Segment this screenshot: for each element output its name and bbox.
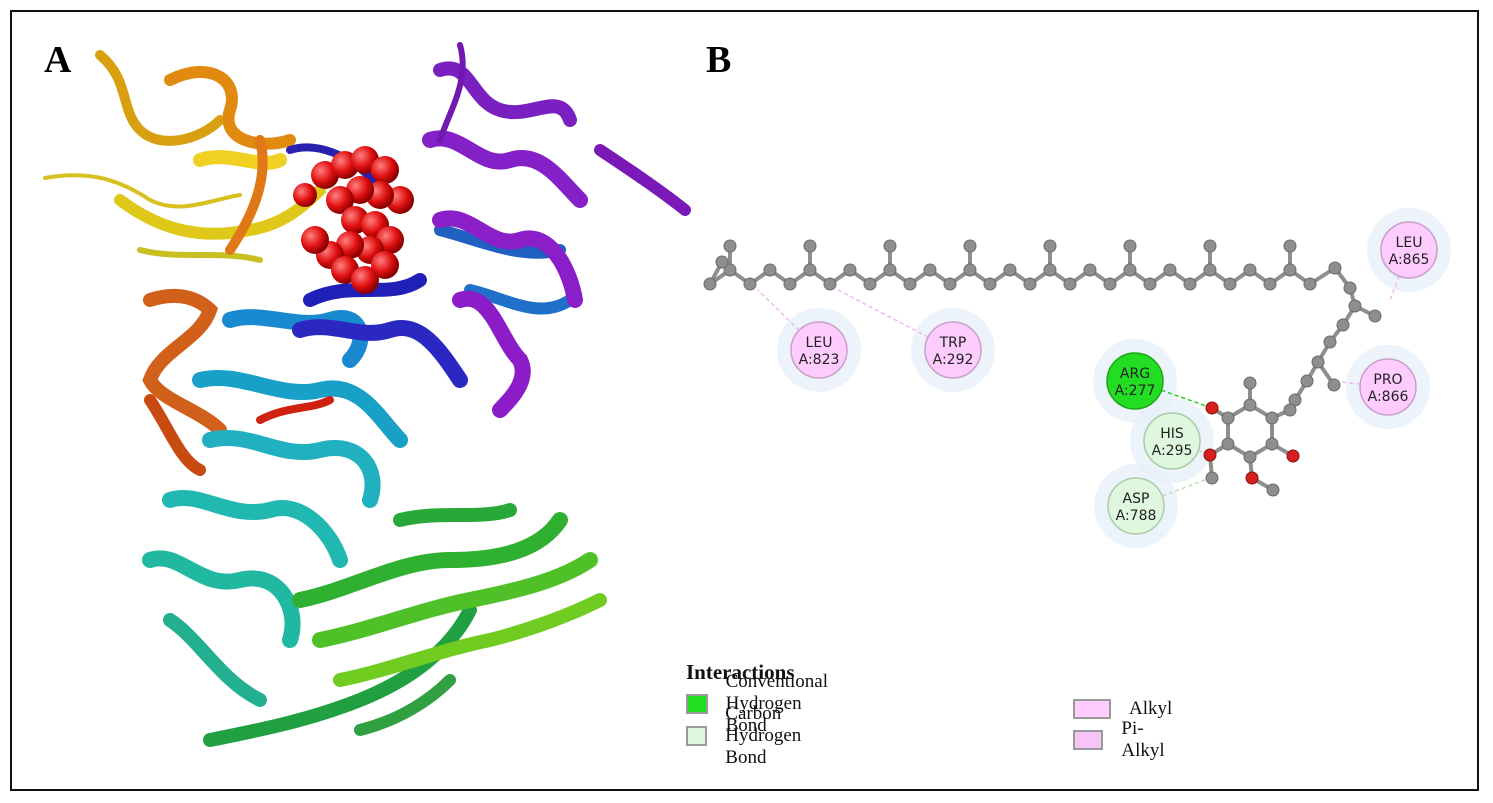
legend-swatch-conventional	[686, 694, 708, 714]
legend-label: Alkyl	[1129, 698, 1173, 719]
legend-title: Interactions	[686, 660, 795, 684]
figure-frame	[10, 10, 1479, 791]
legend-swatch-carbon	[686, 726, 708, 746]
legend-item-carbon-hydrogen-bond: Carbon Hydrogen Bond	[686, 703, 818, 768]
ligand-spheres	[293, 146, 414, 294]
ribbon-purple-region	[422, 42, 691, 418]
ribbon-yellow-region	[43, 50, 326, 263]
ribbon-orange-region	[142, 135, 268, 476]
protein-structure-illustration	[43, 42, 691, 747]
panel-a-label: A	[44, 39, 72, 81]
ribbon-green-region	[203, 503, 607, 747]
legend-label: Carbon Hydrogen Bond	[725, 703, 802, 768]
panel-b-label: B	[706, 39, 732, 81]
legend-swatch-alkyl	[1073, 699, 1111, 719]
legend-label: Conventional Hydrogen Bond	[725, 671, 829, 736]
ribbon-cyan-region	[142, 309, 408, 707]
legend-item-conventional-hydrogen-bond: Conventional Hydrogen Bond	[686, 671, 844, 736]
legend-item-pi-alkyl: Pi-Alkyl	[1073, 718, 1172, 761]
legend-item-alkyl: Alkyl	[1073, 697, 1172, 721]
legend-label: Pi-Alkyl	[1121, 718, 1165, 761]
legend-swatch-pi-alkyl	[1073, 730, 1104, 750]
